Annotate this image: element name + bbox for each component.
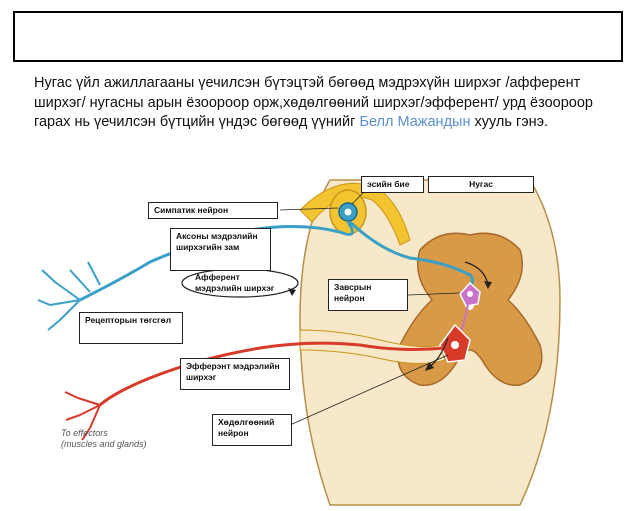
label-cell-body: эсийн бие xyxy=(361,176,424,193)
reflex-arc-diagram xyxy=(37,179,561,506)
effector-branches xyxy=(64,391,101,441)
label-interneuron: Завсрын нейрон xyxy=(328,279,408,311)
label-spinal-cord: Нугас xyxy=(428,176,534,193)
leader-cell-body xyxy=(351,191,365,205)
leader-motor-neuron xyxy=(289,354,449,426)
label-efferent-fiber: Эфферэнт мэдрэлийн ширхэг xyxy=(180,358,290,390)
label-receptor-ending: Рецепторын төгсгөл xyxy=(79,312,183,344)
paragraph-text: Нугас үйл ажиллагааны үечилсэн бүтэцтэй … xyxy=(34,75,593,130)
receptor-branches xyxy=(37,261,101,331)
label-afferent-fiber: Афферент мэдрэлийн ширхэг xyxy=(195,272,275,293)
intro-paragraph: Нугас үйл ажиллагааны үечилсэн бүтэцтэй … xyxy=(34,74,614,133)
label-motor-neuron: Хөдөлгөөний нейрон xyxy=(212,414,292,446)
to-effectors-caption: To effectors (muscles and glands) xyxy=(61,428,147,450)
leader-sympathetic xyxy=(279,207,339,211)
to-effectors-line2: (muscles and glands) xyxy=(61,439,147,449)
label-sympathetic-neuron: Симпатик нейрон xyxy=(148,202,278,219)
paragraph-text-end: хууль гэнэ. xyxy=(474,114,549,130)
efferent-fiber-line xyxy=(99,341,446,407)
to-effectors-line1: To effectors xyxy=(61,428,108,438)
title-box xyxy=(13,11,623,62)
bell-magendie-term: Белл Мажандын xyxy=(359,114,471,130)
label-axon-path: Аксоны мэдрэлийн ширхэгийн зам xyxy=(170,228,271,271)
leader-interneuron xyxy=(407,292,461,296)
